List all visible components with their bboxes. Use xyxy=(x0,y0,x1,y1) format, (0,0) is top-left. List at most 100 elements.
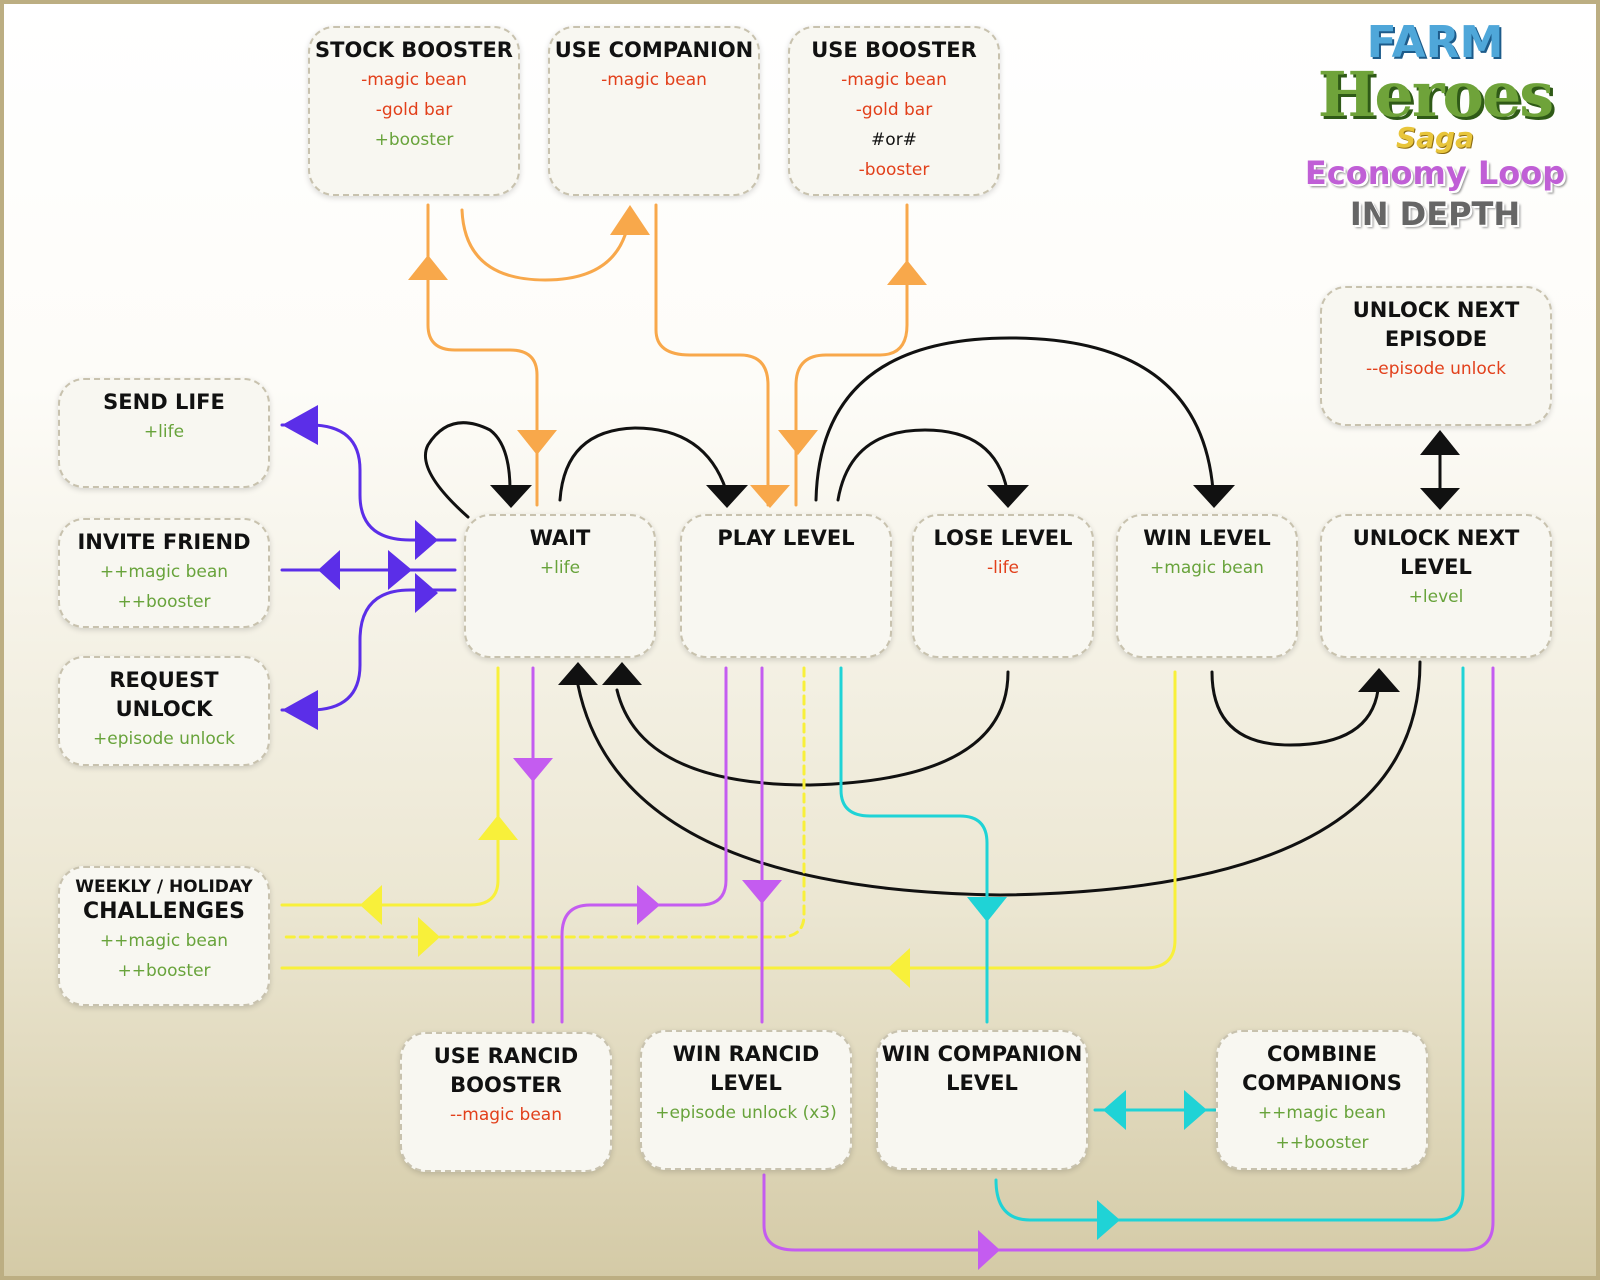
node-line: ++magic bean xyxy=(1257,1103,1387,1123)
node-line: -magic bean xyxy=(601,70,707,90)
node-title: USE RANCID BOOSTER xyxy=(433,1044,579,1097)
node-line: ++magic bean xyxy=(99,931,229,951)
arrow-cyan-right-unlock xyxy=(1097,1200,1120,1240)
edge-purple-wait-sendlife xyxy=(280,423,457,542)
arrow-orange-up-companion xyxy=(610,205,650,235)
node-title: UNLOCK NEXT EPISODE xyxy=(1352,298,1520,351)
node-line: +magic bean xyxy=(1150,558,1264,578)
arrow-orange-up-stock xyxy=(408,255,448,280)
node-title: LOSE LEVEL xyxy=(933,526,1073,550)
logo-farm-text: FARM xyxy=(1366,17,1504,68)
arrow-black-up-wait2 xyxy=(602,662,642,685)
arrow-black-down-wait xyxy=(490,485,532,508)
arrow-purple-right-wait2 xyxy=(388,550,412,590)
node-line: +episode unlock xyxy=(93,729,235,749)
arrow-orange-down-play2 xyxy=(750,485,790,508)
node-wait: WAIT +life xyxy=(464,514,656,658)
node-line: +booster xyxy=(374,130,454,150)
logo-saga-text: Saga xyxy=(1396,121,1474,154)
node-line: ++booster xyxy=(1275,1133,1369,1153)
arrow-yellow-left-challenges1 xyxy=(360,885,382,925)
node-title: WIN LEVEL xyxy=(1143,526,1271,550)
edge-violet-winrancid-unlock xyxy=(762,666,1495,1252)
node-line: ++booster xyxy=(117,592,211,612)
node-unlock-next-episode: UNLOCK NEXT EPISODE --episode unlock xyxy=(1320,286,1552,426)
node-send-life: SEND LIFE +life xyxy=(58,378,270,488)
node-title: SEND LIFE xyxy=(103,390,225,414)
edge-cyan-wincompanion-unlock xyxy=(994,666,1465,1222)
node-title: REQUEST UNLOCK xyxy=(109,668,219,721)
node-title: CHALLENGES xyxy=(83,899,245,924)
node-line: +life xyxy=(143,422,185,442)
node-request-unlock: REQUEST UNLOCK +episode unlock xyxy=(58,656,270,766)
node-stock-booster: STOCK BOOSTER -magic bean -gold bar +boo… xyxy=(308,26,520,196)
edge-black-wait-self xyxy=(423,421,512,519)
node-line: -magic bean xyxy=(841,70,947,90)
node-title: STOCK BOOSTER xyxy=(315,38,513,62)
node-line: -magic bean xyxy=(361,70,467,90)
logo-heroes-text: Heroes xyxy=(1317,58,1554,131)
arrow-black-up-wait1 xyxy=(558,662,598,685)
edge-orange-play-booster xyxy=(794,203,909,507)
arrow-violet-down-winrancid xyxy=(742,880,782,904)
arrow-black-down-lose xyxy=(987,485,1029,508)
node-line: ++booster xyxy=(117,961,211,981)
node-win-rancid-level: WIN RANCID LEVEL +episode unlock (x3) xyxy=(640,1030,852,1170)
node-combine-companions: COMBINE COMPANIONS ++magic bean ++booste… xyxy=(1216,1030,1428,1170)
node-line: --episode unlock xyxy=(1365,359,1507,379)
arrow-cyan-left-wincompanion xyxy=(1103,1090,1126,1130)
arrow-violet-right-wait xyxy=(637,885,660,925)
arrow-yellow-up-wait xyxy=(478,815,518,840)
arrow-cyan-right-combine xyxy=(1184,1090,1207,1130)
node-title: USE COMPANION xyxy=(554,38,754,62)
arrow-yellow-right-play xyxy=(418,917,440,957)
node-title: WIN RANCID LEVEL xyxy=(672,1042,820,1095)
arrow-black-up-episode xyxy=(1420,430,1460,455)
node-win-level: WIN LEVEL +magic bean xyxy=(1116,514,1298,658)
arrow-purple-left-request xyxy=(282,690,318,730)
node-title: INVITE FRIEND xyxy=(77,530,251,554)
arrow-yellow-left-challenges2 xyxy=(888,948,910,988)
edge-orange-companion-play xyxy=(654,203,770,507)
arrow-black-up-unlock xyxy=(1358,668,1400,692)
edge-black-win-unlock xyxy=(1210,670,1380,747)
node-play-level: PLAY LEVEL xyxy=(680,514,892,658)
node-title: PLAY LEVEL xyxy=(717,526,855,550)
edge-yellow-win-challenges xyxy=(280,670,1177,970)
arrow-orange-down-wait xyxy=(517,430,557,455)
logo-in-depth-text: IN DEPTH xyxy=(1349,195,1521,233)
node-title: WAIT xyxy=(529,526,591,550)
edge-black-play-lose xyxy=(836,428,1009,502)
edge-yellow-play-challenges-dashed xyxy=(280,666,806,939)
edge-black-play-win xyxy=(814,336,1215,502)
node-line: +episode unlock (x3) xyxy=(655,1103,837,1123)
arrow-black-down-play xyxy=(706,485,748,508)
node-line: ++magic bean xyxy=(99,562,229,582)
node-lose-level: LOSE LEVEL -life xyxy=(912,514,1094,658)
node-use-booster: USE BOOSTER -magic bean -gold bar #or# -… xyxy=(788,26,1000,196)
arrow-violet-right-unlock xyxy=(978,1230,1000,1270)
arrow-black-down-unlocklevel xyxy=(1420,488,1460,510)
node-weekly-holiday-challenges: WEEKLY / HOLIDAY CHALLENGES ++magic bean… xyxy=(58,866,270,1006)
node-line: #or# xyxy=(871,130,917,150)
edge-purple-wait-request xyxy=(280,588,457,712)
arrow-purple-left-invite xyxy=(318,550,340,590)
node-line: --magic bean xyxy=(450,1105,562,1125)
edge-yellow-wait-challenges xyxy=(280,666,500,907)
node-win-companion-level: WIN COMPANION LEVEL xyxy=(876,1030,1088,1170)
edge-black-lose-wait xyxy=(615,670,1010,787)
node-line: -gold bar xyxy=(855,100,933,120)
node-use-companion: USE COMPANION -magic bean xyxy=(548,26,760,196)
edge-black-unlock-wait xyxy=(576,660,1422,897)
edge-cyan-play-wincompanion xyxy=(839,666,989,1024)
node-line: -gold bar xyxy=(375,100,453,120)
farm-heroes-saga-logo: FARM Heroes Saga Economy Loop IN DEPTH xyxy=(1290,20,1580,260)
node-line: +life xyxy=(539,558,581,578)
node-title: COMBINE COMPANIONS xyxy=(1242,1042,1402,1095)
edge-orange-wait-stock xyxy=(426,203,539,507)
edge-orange-stock-companion xyxy=(460,208,632,282)
node-use-rancid-booster: USE RANCID BOOSTER --magic bean xyxy=(400,1032,612,1172)
logo-economy-loop-text: Economy Loop xyxy=(1304,154,1566,192)
node-line: -booster xyxy=(858,160,930,180)
